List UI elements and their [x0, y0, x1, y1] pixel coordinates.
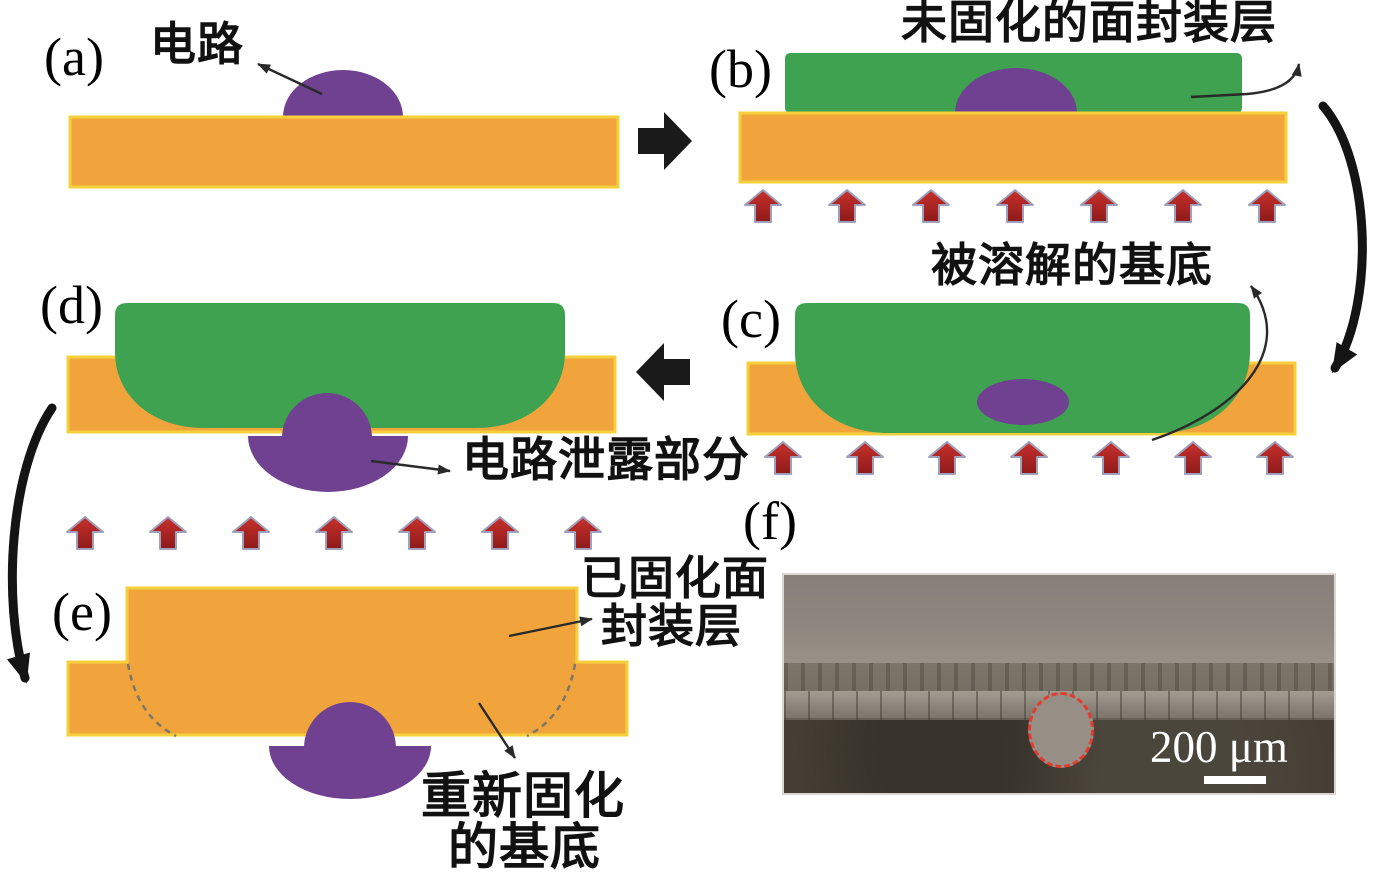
- scale-bar-label: 200 μm: [1150, 722, 1288, 772]
- heat-arrows-row-d: [66, 516, 602, 550]
- callout-cured-layer-line1: 已固化面: [581, 553, 769, 604]
- cured-package-and-substrate-e: [66, 586, 629, 737]
- panel-label-f: (f): [743, 491, 797, 551]
- heat-arrows-row-b: [744, 189, 1286, 223]
- step-arrow-right-icon: [638, 112, 692, 170]
- callout-arrow-circuit: [257, 62, 323, 96]
- callout-arrow-dissolved-substrate: [1151, 285, 1269, 442]
- step-arrow-left-icon: [636, 343, 690, 401]
- panel-label-e: (e): [52, 582, 112, 642]
- dashed-boundary-left-e: [126, 663, 177, 738]
- step-curve-left-icon: [6, 403, 57, 684]
- scale-bar: [1204, 776, 1266, 784]
- step-curve-right-icon: [1318, 101, 1367, 374]
- callout-arrow-uncured-layer: [1190, 63, 1302, 99]
- callout-cured-layer-line2: 封装层: [601, 601, 742, 652]
- panel-label-a: (a): [44, 27, 104, 87]
- sem-background-region: [784, 575, 1334, 663]
- callout-leaked-circuit: 电路泄露部分: [462, 435, 750, 487]
- callout-arrow-cured-layer: [508, 616, 593, 638]
- callout-circuit: 电路: [150, 19, 244, 70]
- swollen-encapsulation-d: [115, 303, 565, 428]
- callout-recured-substrate-line1: 重新固化: [421, 768, 625, 824]
- panel-label-b: (b): [709, 39, 772, 99]
- dashed-boundary-right-e: [526, 663, 577, 738]
- panel-label-d: (d): [40, 275, 103, 335]
- panel-label-c: (c): [721, 289, 781, 349]
- sem-film-upper-layer: [784, 663, 1334, 691]
- callout-arrow-recured-substrate: [477, 702, 517, 759]
- swollen-encapsulation-c: [795, 303, 1250, 433]
- callout-dissolved-substrate: 被溶解的基底: [931, 240, 1213, 291]
- substrate-a: [68, 115, 620, 189]
- callout-recured-substrate-line2: 的基底: [448, 819, 601, 872]
- callout-arrow-leaked-circuit: [370, 459, 451, 475]
- circuit-bump-c: [977, 379, 1069, 425]
- leaked-circuit-bump-d: [248, 393, 408, 492]
- substrate-b: [738, 111, 1288, 184]
- sem-micrograph: 200 μm: [782, 573, 1336, 795]
- heat-arrows-row-c: [764, 441, 1294, 475]
- sem-circuit-bump-outline: [1028, 692, 1094, 768]
- callout-uncured-encapsulation: 未固化的面封装层: [901, 0, 1277, 48]
- recured-circuit-bump-e: [269, 702, 431, 799]
